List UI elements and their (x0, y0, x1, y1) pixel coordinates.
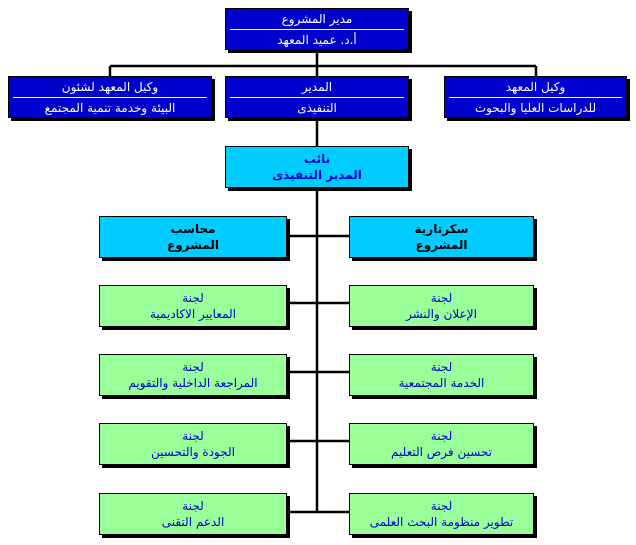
committee-label: لجنة (430, 429, 453, 443)
committee-name: المراجعة الداخلية والتقويم (128, 376, 258, 390)
vice-dean-graduate-subtitle: للدراسات العليا والبحوث (474, 100, 597, 115)
project-director-title: مدير المشروع (230, 11, 404, 30)
committee-label: لجنة (182, 291, 204, 305)
committee-internal-review: لجنة المراجعة الداخلية والتقويم (99, 354, 287, 396)
committee-quality-improvement: لجنة الجودة والتحسين (99, 423, 287, 465)
committee-academic-standards: لجنة المعايير الاكاديمية (99, 285, 287, 327)
committee-label: لجنة (182, 429, 204, 443)
secretary-subtitle: المشروع (415, 238, 468, 252)
secretary-box: سكرتارية المشروع (349, 216, 534, 258)
committee-name: تطوير منظومة البحث العلمى (369, 515, 514, 529)
vice-dean-environment-box: وكيل المعهد لشئون البيئة وخدمة تنمية الم… (8, 76, 212, 118)
secretary-title: سكرتارية (414, 222, 469, 236)
committee-label: لجنة (430, 499, 453, 513)
executive-director-subtitle: التنفيذى (297, 100, 337, 115)
deputy-director-subtitle: المدير التنفيذى (272, 168, 362, 182)
accountant-subtitle: المشروع (167, 238, 219, 252)
accountant-title: محاسب (170, 222, 216, 236)
vice-dean-environment-subtitle: البيئة وخدمة تنمية المجتمع (44, 100, 176, 115)
committee-name: الدعم التقنى (161, 515, 225, 529)
deputy-director-title: نائب (303, 152, 331, 166)
committee-label: لجنة (182, 499, 204, 513)
committee-label: لجنة (430, 291, 453, 305)
committee-name: الإعلان والنشر (406, 307, 477, 321)
committee-education-opportunities: لجنة تحسين فرص التعليم (349, 423, 534, 465)
accountant-box: محاسب المشروع (99, 216, 287, 258)
committee-technical-support: لجنة الدعم التقنى (99, 493, 287, 535)
committee-name: تحسين فرص التعليم (390, 445, 493, 459)
executive-director-box: المدير التنفيذى (225, 76, 409, 118)
vice-dean-graduate-title: وكيل المعهد (449, 79, 622, 98)
committee-name: الجودة والتحسين (151, 445, 235, 459)
vice-dean-graduate-box: وكيل المعهد للدراسات العليا والبحوث (444, 76, 627, 118)
committee-name: المعايير الاكاديمية (150, 307, 236, 321)
committee-label: لجنة (182, 360, 204, 374)
committee-community-service: لجنة الخدمة المجتمعية (349, 354, 534, 396)
vice-dean-environment-title: وكيل المعهد لشئون (13, 79, 207, 98)
committee-label: لجنة (430, 360, 453, 374)
executive-director-title: المدير (230, 79, 404, 98)
deputy-director-box: نائب المدير التنفيذى (225, 146, 409, 188)
committee-research-development: لجنة تطوير منظومة البحث العلمى (349, 493, 534, 535)
committee-advertising-publishing: لجنة الإعلان والنشر (349, 285, 534, 327)
project-director-name: أ.د. عميد المعهد (277, 32, 357, 47)
committee-name: الخدمة المجتمعية (398, 376, 485, 390)
project-director-box: مدير المشروع أ.د. عميد المعهد (225, 8, 409, 50)
